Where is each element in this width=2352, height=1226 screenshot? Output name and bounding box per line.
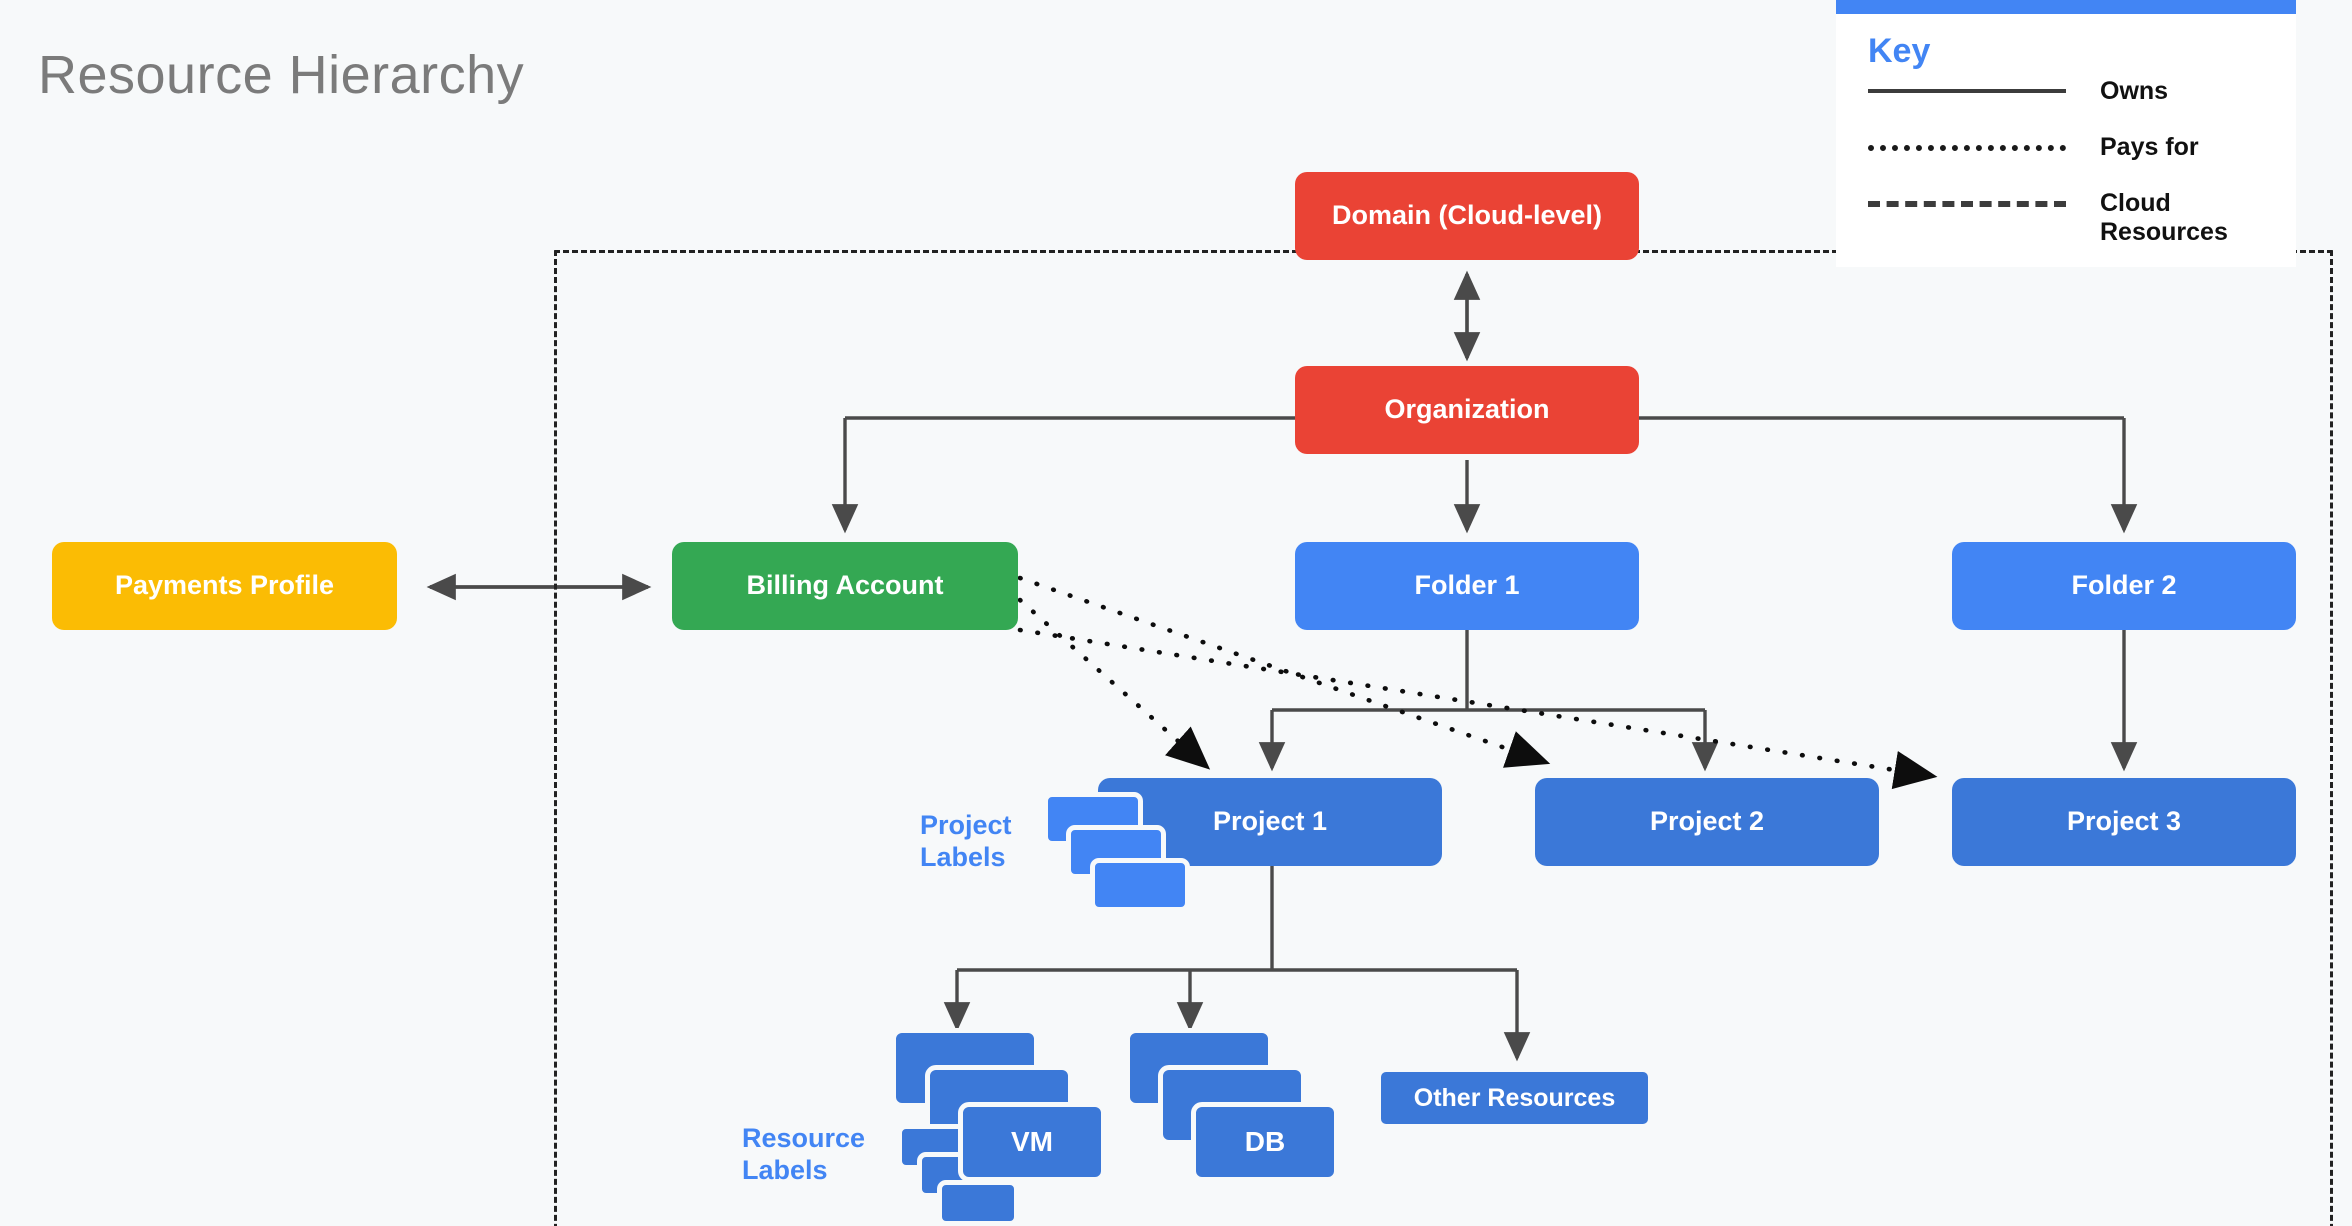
node-project-2[interactable]: Project 2	[1535, 778, 1879, 866]
legend-title: Key	[1868, 32, 1931, 70]
node-project-3[interactable]: Project 3	[1952, 778, 2296, 866]
node-folder-2[interactable]: Folder 2	[1952, 542, 2296, 630]
resource-label-tag-3	[937, 1180, 1019, 1226]
node-organization[interactable]: Organization	[1295, 366, 1639, 454]
legend-key: Key Owns Pays for Cloud Resources	[1836, 0, 2296, 267]
node-folder-1[interactable]: Folder 1	[1295, 542, 1639, 630]
node-billing-account[interactable]: Billing Account	[672, 542, 1018, 630]
legend-label-pays-for: Pays for	[2100, 133, 2199, 161]
project-labels-annotation: Project Labels	[920, 810, 1012, 872]
legend-item-pays-for: Pays for	[1854, 133, 2278, 185]
legend-label-owns: Owns	[2100, 77, 2169, 105]
page-title: Resource Hierarchy	[38, 45, 525, 105]
project-label-tag-3	[1090, 858, 1190, 912]
vm-card-front[interactable]: VM	[958, 1102, 1106, 1182]
legend-line-solid-icon	[1868, 89, 2066, 93]
node-domain[interactable]: Domain (Cloud-level)	[1295, 172, 1639, 260]
legend-line-dotted-icon	[1868, 145, 2066, 151]
legend-item-owns: Owns	[1854, 77, 2278, 129]
node-payments-profile[interactable]: Payments Profile	[52, 542, 397, 630]
legend-label-cloud-resources: Cloud Resources	[2100, 189, 2228, 246]
resource-labels-annotation: Resource Labels	[742, 1123, 866, 1185]
db-card-front[interactable]: DB	[1191, 1102, 1339, 1182]
legend-line-dashed-icon	[1868, 201, 2066, 207]
legend-item-cloud-resources: Cloud Resources	[1854, 189, 2278, 247]
node-other-resources[interactable]: Other Resources	[1376, 1067, 1653, 1129]
